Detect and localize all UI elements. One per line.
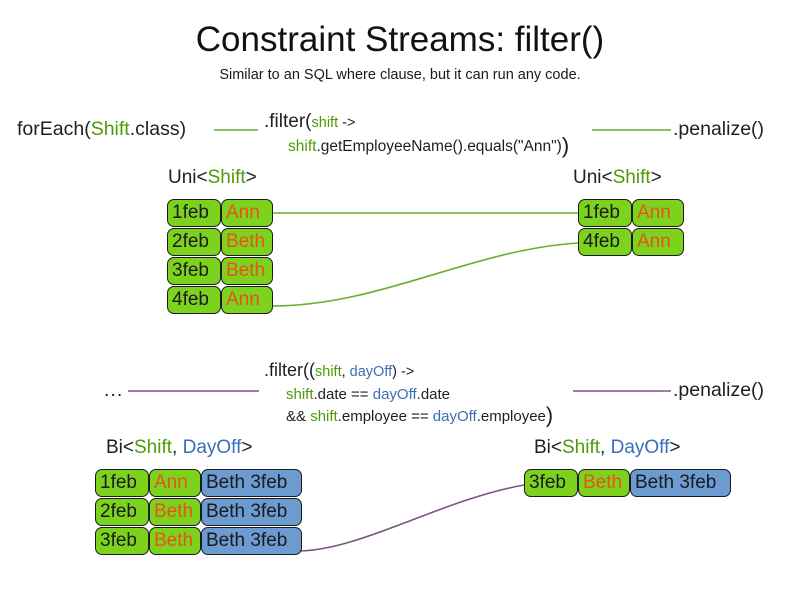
filter-bi-arg1: shift [315,364,342,380]
foreach-expression: forEach(Shift.class) [17,118,186,141]
cell-name: Beth [149,498,201,526]
filter-uni-arrow: -> [338,115,356,131]
cell-pair: Beth 3feb [630,469,731,497]
cell-name: Beth [149,527,201,555]
uni-out-prefix: Uni< [573,167,613,188]
table-row: 2feb Beth [167,228,273,256]
filter-uni-close-paren: ) [561,132,570,158]
cell-date: 4feb [578,228,632,256]
bi-out-type-label: Bi<Shift, DayOff> [534,437,680,459]
link-uni-row4 [271,242,579,307]
filter-bi-line2-end: .date [416,386,451,403]
filter-bi-line3-var1: shift [310,408,338,425]
filter-bi-line3-mid: .employee == [337,408,433,425]
filter-bi-line2: shift.date == dayOff.date [286,384,553,406]
cell-name: Ann [221,286,273,314]
bi-in-type1: Shift [134,437,173,458]
uni-output-table: 1feb Ann 4feb Ann [578,199,684,257]
cell-pair: Beth 3feb [201,527,302,555]
bi-in-type2: DayOff [182,437,242,458]
cell-name: Ann [149,469,201,497]
filter-uni-body: shift.getEmployeeName().equals("Ann")) [288,132,570,158]
filter-expression-uni: .filter(shift -> shift.getEmployeeName()… [264,109,569,158]
filter-bi-close-paren: ) [545,402,554,428]
cell-date: 1feb [167,199,221,227]
foreach-type: Shift [90,118,130,140]
bi-source-ellipsis: ... [104,379,124,401]
cell-date: 3feb [167,257,221,285]
bi-out-prefix: Bi< [534,437,562,458]
bi-in-comma: , [172,437,183,458]
cell-name: Beth [221,228,273,256]
uni-out-suffix: > [650,167,662,188]
table-row: 1feb Ann Beth 3feb [95,469,302,497]
bi-in-suffix: > [241,437,253,458]
table-row: 4feb Ann [167,286,273,314]
bi-out-type1: Shift [562,437,601,458]
cell-pair: Beth 3feb [201,498,302,526]
foreach-prefix: forEach( [17,118,91,140]
bi-out-type2: DayOff [610,437,670,458]
filter-bi-line2-var1: shift [286,386,314,403]
uni-in-prefix: Uni< [168,167,208,188]
penalize-bi: .penalize() [673,379,765,401]
filter-bi-line2-var2: dayOff [372,386,417,403]
table-row: 2feb Beth Beth 3feb [95,498,302,526]
bi-out-comma: , [600,437,611,458]
uni-out-type-label: Uni<Shift> [573,167,662,189]
filter-bi-line2-mid: .date == [313,386,373,403]
filter-uni-head: .filter( [264,111,312,132]
cell-date: 2feb [95,498,149,526]
cell-name: Ann [632,228,684,256]
table-row: 3feb Beth Beth 3feb [524,469,731,497]
penalize-uni: .penalize() [673,118,765,140]
filter-uni-arg: shift [311,115,339,131]
cell-name: Beth [221,257,273,285]
uni-in-type: Shift [207,167,246,188]
bi-input-table: 1feb Ann Beth 3feb 2feb Beth Beth 3feb 3… [95,469,302,556]
filter-bi-line3: && shift.employee == dayOff.employee) [286,402,554,428]
cell-name: Ann [632,199,684,227]
filter-bi-arg2: dayOff [349,364,393,380]
cell-date: 3feb [95,527,149,555]
table-row: 3feb Beth Beth 3feb [95,527,302,555]
link-bi-row3 [296,484,525,552]
cell-date: 4feb [167,286,221,314]
cell-pair: Beth 3feb [201,469,302,497]
uni-in-suffix: > [245,167,257,188]
filter-uni-body-var: shift [288,138,317,155]
filter-bi-line3-end: .employee [476,408,546,425]
uni-out-type: Shift [612,167,651,188]
uni-input-table: 1feb Ann 2feb Beth 3feb Beth 4feb Ann [167,199,273,315]
uni-in-type-label: Uni<Shift> [168,167,257,189]
table-row: 1feb Ann [578,199,684,227]
filter-bi-line3-pre: && [286,408,311,425]
bi-out-suffix: > [669,437,681,458]
cell-name: Ann [221,199,273,227]
slide-subtitle: Similar to an SQL where clause, but it c… [219,67,581,83]
cell-date: 1feb [578,199,632,227]
table-row: 1feb Ann [167,199,273,227]
table-row: 4feb Ann [578,228,684,256]
table-row: 3feb Beth [167,257,273,285]
cell-date: 2feb [167,228,221,256]
filter-bi-line3-var2: dayOff [432,408,477,425]
bi-in-prefix: Bi< [106,437,134,458]
filter-bi-comma: , [341,364,350,380]
bi-in-type-label: Bi<Shift, DayOff> [106,437,252,459]
cell-name: Beth [578,469,630,497]
bi-output-table: 3feb Beth Beth 3feb [524,469,731,498]
cell-date: 1feb [95,469,149,497]
slide-title: Constraint Streams: filter() [195,20,605,59]
foreach-suffix: .class) [129,118,187,140]
filter-bi-head: .filter(( [264,360,315,380]
filter-uni-body-rest: .getEmployeeName().equals("Ann") [316,138,562,155]
filter-bi-arrow: ) -> [392,364,415,380]
cell-date: 3feb [524,469,578,497]
filter-expression-bi: .filter((shift, dayOff) -> shift.date ==… [264,358,553,428]
